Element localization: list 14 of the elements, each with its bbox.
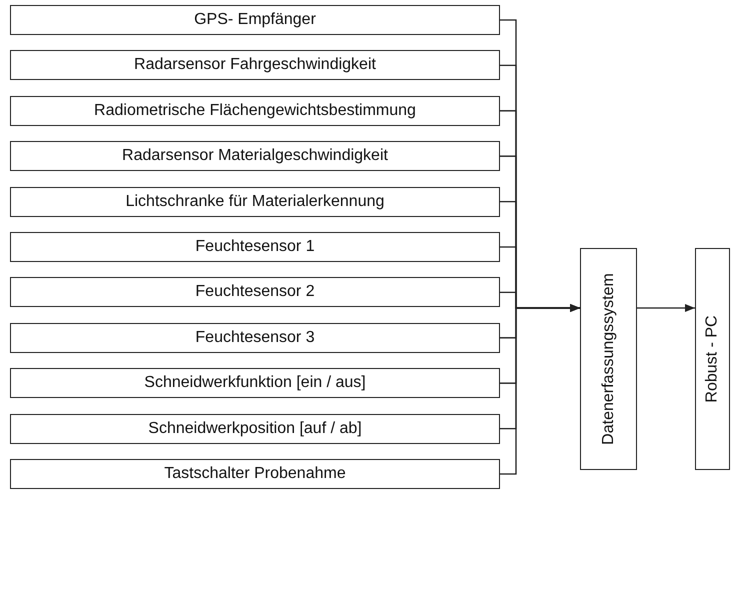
sensor-box: Tastschalter Probenahme bbox=[10, 459, 500, 489]
sensor-box: Lichtschranke für Materialerkennung bbox=[10, 186, 500, 217]
sensor-box: Feuchtesensor 2 bbox=[10, 277, 500, 308]
sensor-box: Feuchtesensor 1 bbox=[10, 232, 500, 262]
sensor-box: Schneidwerkfunktion [ein / aus] bbox=[10, 368, 500, 398]
sensor-box: Radarsensor Fahrgeschwindigkeit bbox=[10, 50, 500, 80]
sensor-box: Radarsensor Materialgeschwindigkeit bbox=[10, 141, 500, 172]
system-box: Datenerfassungssystem bbox=[580, 248, 637, 470]
sensor-box: Feuchtesensor 3 bbox=[10, 322, 500, 353]
sensor-box: Radiometrische Flächengewichtsbestimmung bbox=[10, 96, 500, 126]
connector-arrow bbox=[637, 304, 695, 312]
sensor-box: GPS- Empfänger bbox=[10, 5, 500, 35]
system-box: Robust - PC bbox=[695, 248, 730, 470]
sensor-box: Schneidwerkposition [auf / ab] bbox=[10, 414, 500, 444]
